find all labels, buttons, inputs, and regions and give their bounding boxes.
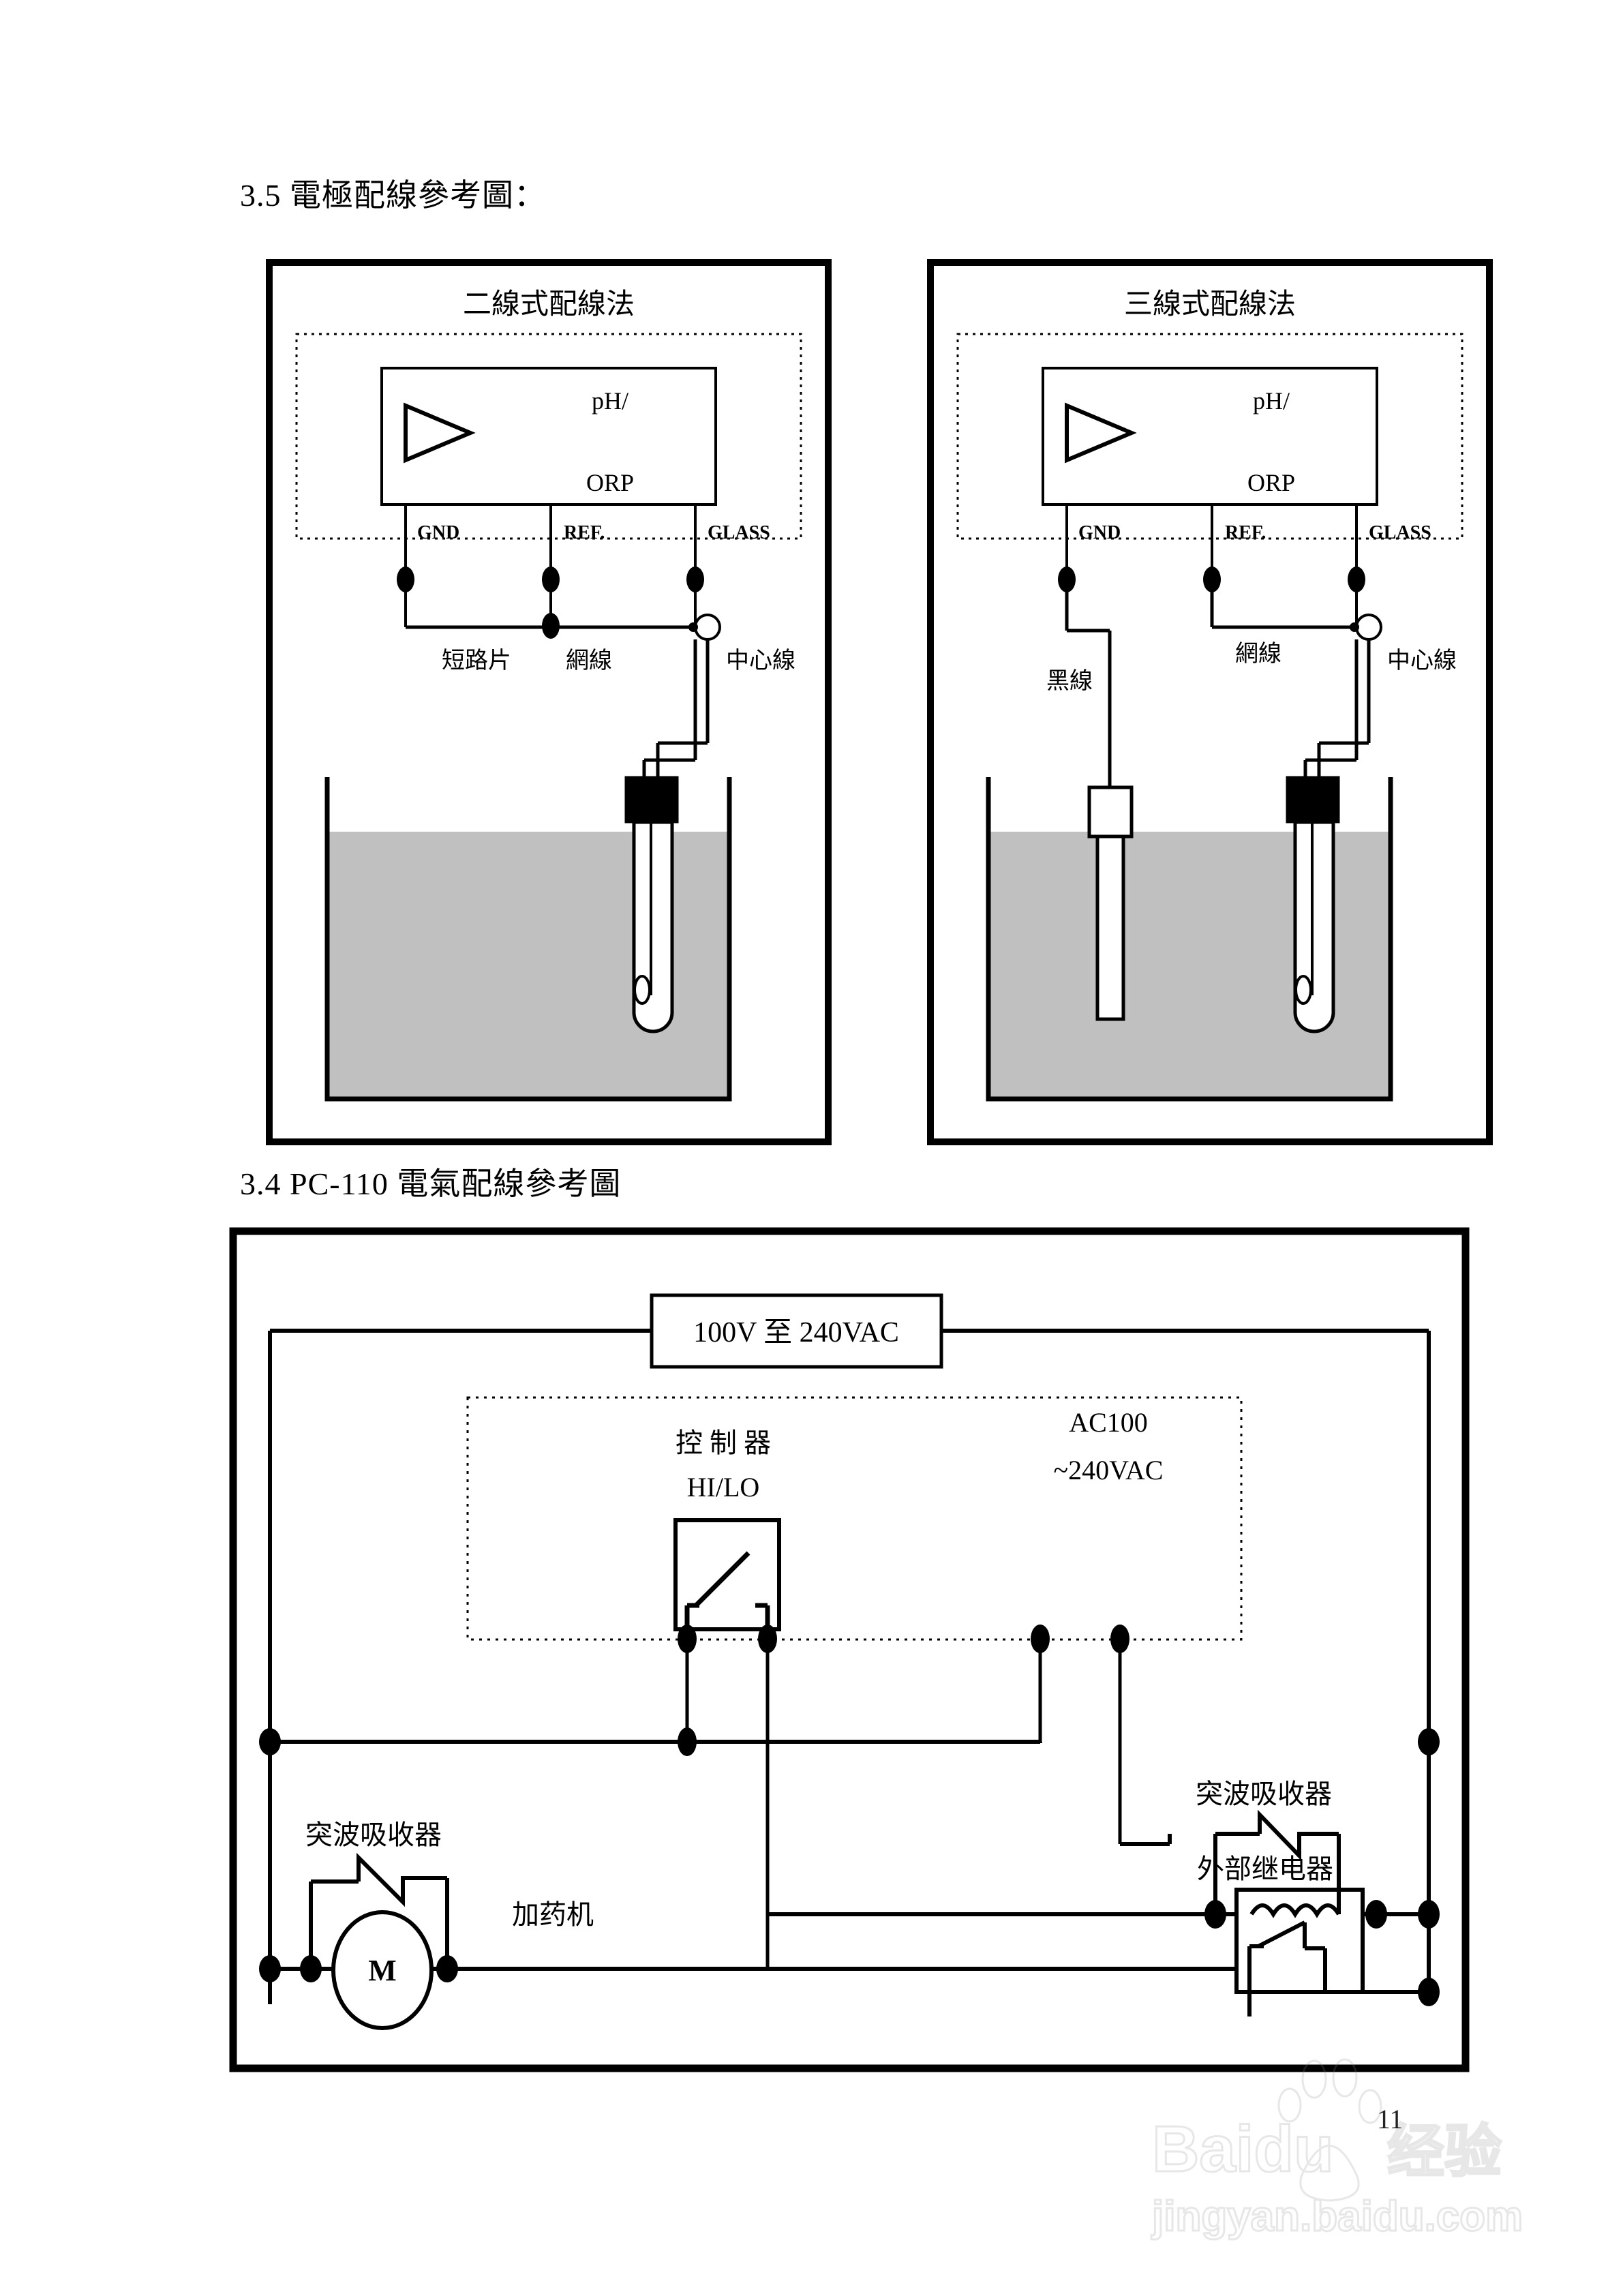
wire-label-black: 黑線: [1046, 668, 1093, 694]
two-wire-wiring-diagram: 二線式配線法 pH/ ORP GND REF. GLASS: [266, 259, 832, 1145]
three-wire-wiring-diagram: 三線式配線法 pH/ ORP GND REF. GLASS: [927, 259, 1493, 1145]
watermark-brand-cn: 经验: [1387, 2119, 1502, 2184]
wire-label-short-piece: 短路片: [442, 648, 511, 674]
surge-absorber-right-label: 突波吸收器: [1196, 1779, 1332, 1809]
wire-label-center: 中心線: [1387, 648, 1457, 674]
three-wire-orp-label: ORP: [1247, 469, 1295, 496]
two-wire-orp-label: ORP: [586, 469, 634, 496]
ac-rating-line1: AC100: [1069, 1407, 1148, 1438]
baidu-paw-icon: [1277, 2058, 1382, 2202]
two-wire-title: 二線式配線法: [463, 289, 635, 320]
motor-symbol: M: [368, 1954, 397, 1987]
terminal-label-gnd: GND: [417, 522, 459, 543]
watermark-brand: Baidu: [1152, 2113, 1334, 2186]
controller-label: 控 制 器: [676, 1428, 771, 1458]
page-number: 11: [1377, 2104, 1404, 2134]
section-heading-3-4: 3.4 PC-110 電氣配線參考圖: [240, 1166, 622, 1201]
terminal-label-gnd: GND: [1078, 522, 1121, 543]
surge-absorber-left-label: 突波吸收器: [305, 1819, 442, 1850]
watermark-url: jingyan.baidu.com: [1151, 2193, 1523, 2240]
ac-rating-line2: ~240VAC: [1054, 1455, 1164, 1485]
external-relay-label: 外部继电器: [1197, 1854, 1333, 1884]
dosing-machine-label: 加药机: [512, 1899, 594, 1930]
wire-label-mesh: 網線: [1235, 641, 1281, 667]
section-heading-3-5: 3.5 電極配線參考圖：: [240, 178, 546, 213]
three-wire-title: 三線式配線法: [1124, 289, 1296, 320]
two-wire-ph-label: pH/: [592, 387, 628, 414]
terminal-label-ref: REF.: [564, 522, 605, 543]
supply-voltage-label: 100V 至 240VAC: [693, 1317, 899, 1348]
wire-label-center: 中心線: [726, 648, 795, 674]
terminal-label-glass: GLASS: [1369, 522, 1431, 543]
baidu-watermark: Baidu 经验 jingyan.baidu.com: [1132, 2052, 1581, 2256]
terminal-label-glass: GLASS: [708, 522, 770, 543]
pc110-electrical-diagram: 100V 至 240VAC 控 制 器 HI/LO AC100 ~240VA: [229, 1227, 1470, 2072]
controller-mode-label: HI/LO: [687, 1472, 760, 1502]
terminal-label-ref: REF.: [1225, 522, 1266, 543]
three-wire-ph-label: pH/: [1253, 387, 1290, 414]
wire-label-mesh: 網線: [566, 648, 612, 674]
